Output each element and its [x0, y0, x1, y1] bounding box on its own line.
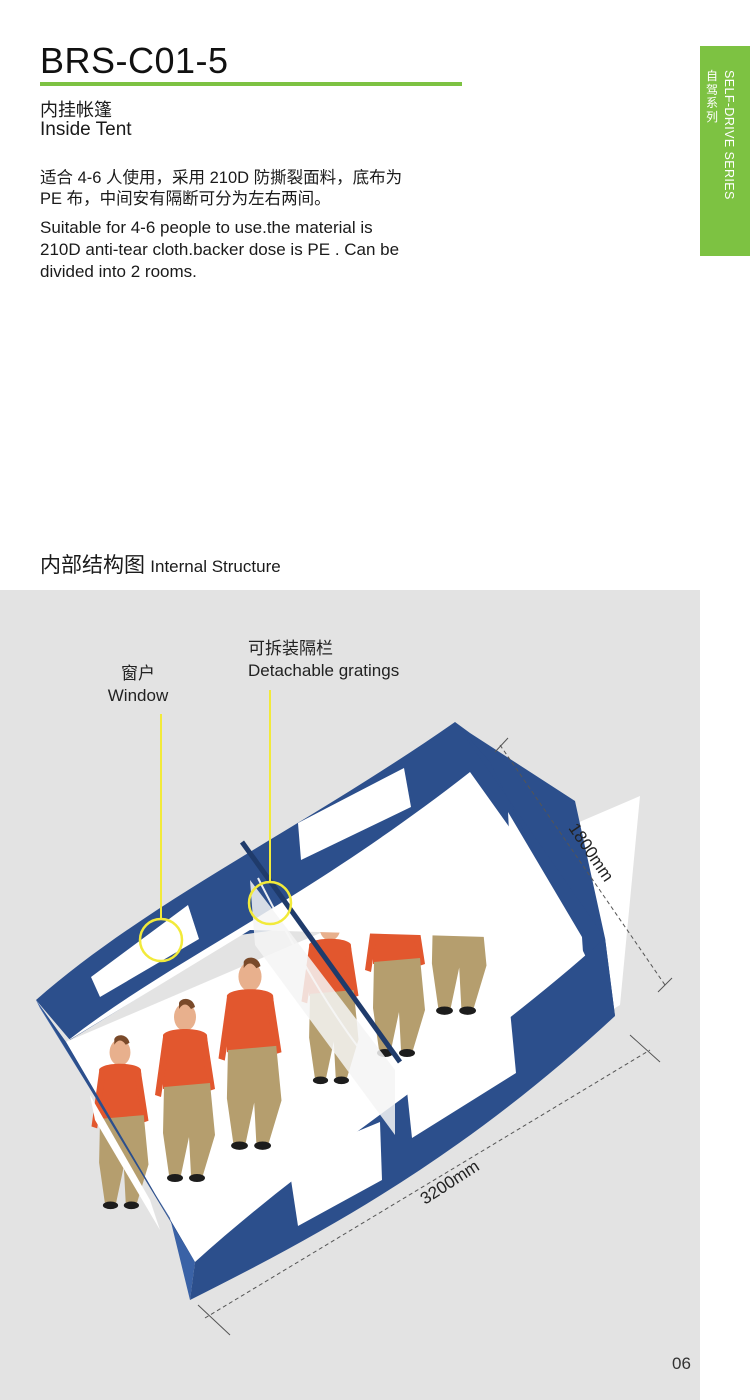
dimension-tick — [494, 737, 509, 753]
description-cn-line: PE 布，中间安有隔断可分为左右两间。 — [40, 190, 331, 208]
window-left-end — [90, 1095, 160, 1230]
dimension-tick — [197, 1304, 231, 1336]
divider-post — [239, 840, 403, 1064]
dimension-tick — [657, 977, 673, 993]
page-number: 06 — [672, 1354, 691, 1373]
series-side-tab — [700, 46, 750, 256]
section-heading-en: Internal Structure — [150, 557, 281, 576]
grating-callout-label: 可拆装隔栏 Detachable gratings — [248, 638, 448, 682]
product-name-en: Inside Tent — [40, 119, 132, 140]
door-right — [405, 1010, 516, 1138]
section-heading-cn: 内部结构图 — [40, 554, 145, 577]
window-label-cn: 窗户 — [121, 664, 155, 683]
dimension-line-length — [204, 1049, 651, 1319]
description-cn-line: 适合 4-6 人使用，采用 210D 防撕裂面料，底布为 — [40, 169, 403, 187]
tent-walls — [36, 722, 615, 1300]
product-name-cn: 内挂帐篷 — [40, 100, 112, 120]
series-label-en: SELF-DRIVE SERIES — [722, 70, 736, 200]
description-en-line: Suitable for 4-6 people to use.the mater… — [40, 218, 373, 237]
window-callout-circle — [138, 917, 184, 963]
description-en-line: 210D anti-tear cloth.backer dose is PE .… — [40, 240, 400, 259]
window-right-end — [508, 812, 584, 968]
window-right — [298, 768, 411, 860]
dimension-tick — [629, 1034, 661, 1063]
tent-back-wall-inner — [66, 772, 590, 1042]
grating-inner-wall — [250, 880, 395, 1135]
grating-label-cn: 可拆装隔栏 — [248, 639, 333, 658]
section-heading: 内部结构图 Internal Structure — [40, 549, 281, 579]
door-left — [288, 1122, 382, 1226]
person-figure — [155, 998, 215, 1182]
callouts — [138, 690, 293, 963]
description-en: Suitable for 4-6 people to use.the mater… — [40, 217, 480, 283]
model-title: BRS-C01-5 — [40, 40, 229, 81]
description-en-line: divided into 2 rooms. — [40, 262, 197, 281]
series-label-cn: 自驾系列 — [705, 69, 718, 124]
grating-callout-circle — [247, 880, 293, 926]
window-left — [91, 905, 199, 997]
grating-label-en: Detachable gratings — [248, 661, 400, 680]
window-label-en: Window — [107, 686, 169, 705]
title-underline — [40, 82, 462, 86]
description-cn: 适合 4-6 人使用，采用 210D 防撕裂面料，底布为 PE 布，中间安有隔断… — [40, 168, 480, 210]
window-callout-label: 窗户 Window — [98, 663, 178, 707]
person-figure — [218, 957, 282, 1150]
